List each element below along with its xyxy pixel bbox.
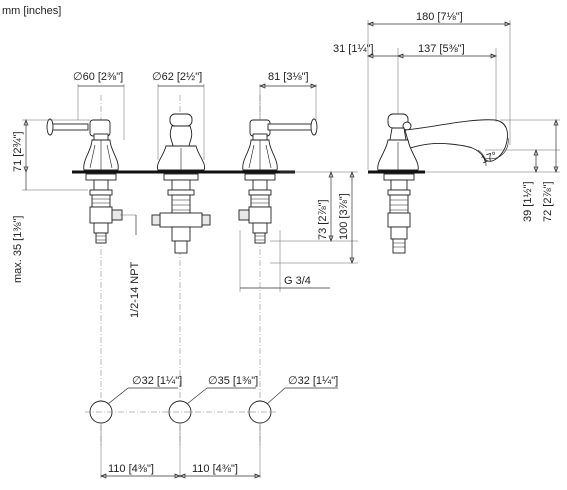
dim-spout-dia: ∅62 [2½"] [152, 71, 202, 83]
side-view-spout [377, 113, 509, 254]
dim-npt: 1/2-14 NPT [129, 261, 141, 318]
dim-spacing-right: 110 [4⅜"] [192, 463, 238, 475]
side-top-dimensions: 180 [7⅛"] 31 [1¼"] 137 [5⅜"] [333, 11, 511, 170]
right-handle-valve [238, 118, 318, 244]
front-top-dimensions: ∅60 [2⅜"] ∅62 [2½"] 81 [3⅛"] [73, 71, 317, 160]
center-spout [151, 113, 211, 254]
dim-hole-right: ∅32 [1¼"] [288, 375, 338, 387]
dim-total-depth: 180 [7⅛"] [416, 11, 463, 23]
hole-pattern: ∅32 [1¼"] ∅35 [1⅜"] ∅32 [1¼"] 110 [4⅜"] … [85, 375, 338, 479]
left-handle-valve [46, 118, 123, 244]
dim-hole-center: ∅35 [1⅜"] [208, 375, 258, 387]
hole-center [168, 400, 192, 424]
side-vertical-dimensions: 39 [1½"] 72 [2⅞"] [425, 119, 560, 222]
npt-callout: 1/2-14 NPT [120, 214, 141, 318]
hole-right [248, 400, 272, 424]
dim-max-deck: max. 35 [1⅜"] [12, 216, 24, 284]
dim-spacing-left: 110 [4⅜"] [108, 463, 154, 475]
dim-thread: G 3/4 [284, 275, 311, 287]
dim-handle-projection: 81 [3⅛"] [268, 71, 309, 83]
angle-callout: 17° [477, 150, 499, 167]
left-vertical-dimensions: 71 [2¾"] max. 35 [1⅜"] [12, 119, 90, 284]
dim-angle: 17° [480, 150, 499, 167]
units-label: mm [inches] [2, 5, 61, 17]
dim-spout-reach: 137 [5⅜"] [418, 43, 465, 55]
dim-valve-depth: 73 [2⅞"] [317, 199, 329, 240]
dim-body-depth: 100 [3⅞"] [338, 193, 350, 240]
front-right-vertical-dimensions: 73 [2⅞"] 100 [3⅞"] [270, 171, 358, 264]
dim-hole-left: ∅32 [1¼"] [132, 375, 182, 387]
thread-callout: G 3/4 [239, 230, 330, 292]
dim-handle-dia-left: ∅60 [2⅜"] [73, 71, 123, 83]
dim-handle-height: 71 [2¾"] [12, 131, 24, 172]
dim-spout-height: 39 [1½"] [522, 181, 534, 222]
dim-spout-offset: 31 [1¼"] [333, 43, 374, 55]
dim-spout-top: 72 [2⅞"] [542, 181, 554, 222]
